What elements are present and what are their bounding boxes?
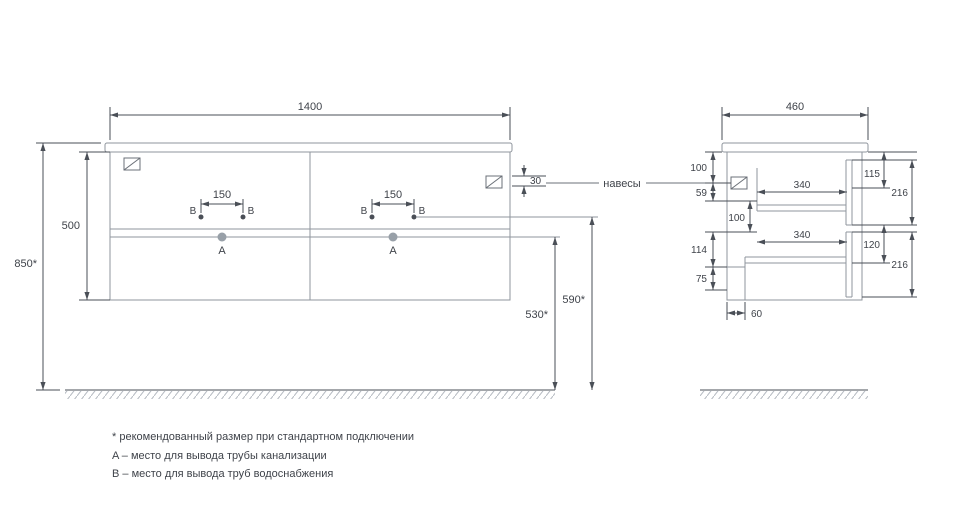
dim-bottom-offset: 60 (726, 302, 763, 320)
point-a-dot (217, 232, 227, 242)
point-b-label: B (248, 206, 255, 217)
hangers-callout: навесы (546, 178, 727, 190)
dim-upper-drawer-height-label: 216 (891, 188, 908, 199)
dim-lower-drawer-height-label: 216 (891, 260, 908, 271)
dim-tap-spacing-right: 150 B B (361, 189, 426, 220)
dim-tap-spacing-left: 150 B B (190, 189, 255, 220)
point-b-label: B (361, 206, 368, 217)
side-drawer-width-dims: 340 340 (757, 180, 847, 245)
footnote-recommended-size: * рекомендованный размер при стандартном… (112, 431, 414, 443)
point-a-dot (388, 232, 398, 242)
side-drawer-profiles (727, 159, 853, 300)
dim-mid-gap-label: 114 (691, 245, 707, 256)
footnote-point-b: B – место для вывода труб водоснабжения (112, 468, 333, 480)
dim-hanger-offset-label: 30 (530, 176, 542, 187)
front-view: 1400 500 850* 150 B B (14, 101, 727, 399)
footnote-point-a: A – место для вывода трубы канализации (112, 450, 327, 462)
dim-depth: 460 (721, 101, 869, 140)
dim-height-label: 500 (62, 220, 80, 232)
hanger-bracket-icon-left (123, 157, 141, 171)
dim-mount-height: 850* (14, 142, 101, 391)
dim-height: 500 (62, 151, 110, 301)
dim-top-gap-label: 100 (690, 163, 707, 174)
dim-inner-gap-label: 100 (728, 213, 745, 224)
hanger-bracket-icon-right (485, 175, 503, 189)
point-a-label: A (389, 245, 397, 257)
dim-drawer-width-top-label: 340 (794, 180, 811, 191)
drain-points: A A (217, 232, 398, 257)
dim-supply-height: 590* (416, 216, 598, 390)
side-right-dim-chain: 115 120 216 216 (852, 151, 917, 298)
dim-right-gap-label: 120 (863, 240, 880, 251)
dim-tap-spacing-left-label: 150 (213, 189, 231, 201)
front-cabinet-outline (104, 142, 513, 301)
point-b-label: B (190, 206, 197, 217)
dim-right-top-label: 115 (864, 169, 880, 180)
point-b-dot (369, 214, 375, 220)
dim-depth-label: 460 (786, 101, 804, 113)
dim-drain-height: 530* (510, 236, 560, 390)
dim-hanger-offset: 30 (512, 165, 546, 197)
point-b-label: B (419, 206, 426, 217)
dim-width-label: 1400 (298, 101, 322, 113)
dim-bottom-offset-label: 60 (751, 309, 763, 320)
dim-bottom-gap-label: 75 (696, 274, 708, 285)
dim-width: 1400 (109, 101, 511, 140)
dim-drawer-width-bottom-label: 340 (794, 230, 811, 241)
side-cabinet-outline (721, 142, 869, 301)
dim-tap-spacing-right-label: 150 (384, 189, 402, 201)
dim-supply-height-label: 590* (562, 294, 585, 306)
hangers-label: навесы (603, 178, 641, 190)
point-b-dot (198, 214, 204, 220)
point-b-dot (411, 214, 417, 220)
floor-line-front (65, 389, 555, 399)
point-a-label: A (218, 245, 226, 257)
dim-hanger-drop-label: 59 (696, 188, 708, 199)
side-hanger-bracket-icon (730, 176, 748, 190)
side-view: 460 100 59 100 114 75 340 340 (690, 101, 917, 399)
floor-line-side (700, 389, 868, 399)
dim-mount-height-label: 850* (14, 258, 37, 270)
point-b-dot (240, 214, 246, 220)
side-left-dim-chain: 100 59 100 114 75 (690, 151, 757, 291)
footnotes: * рекомендованный размер при стандартном… (112, 431, 414, 480)
dim-drain-height-label: 530* (525, 309, 548, 321)
